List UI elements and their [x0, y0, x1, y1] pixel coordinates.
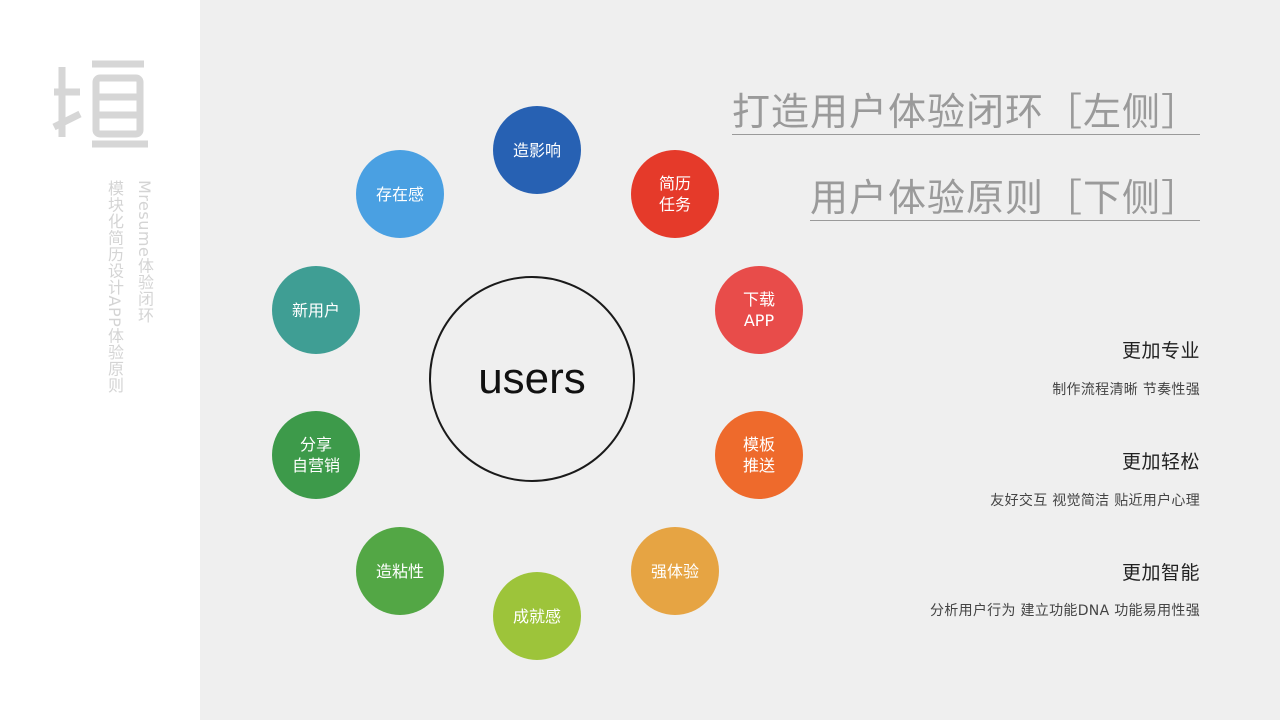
feature-title-smart: 更加智能: [1121, 562, 1200, 584]
users-label: users: [478, 354, 586, 403]
node-achievement: 成就感: [493, 572, 581, 660]
title-principles: 用户体验原则［下侧］: [809, 176, 1200, 221]
sidebar: Mresume体验闭环 模块化简历设计APP体验原则: [0, 0, 200, 720]
feature-desc-professional: 制作流程清晰 节奏性强: [1052, 382, 1200, 398]
node-new-user: 新用户: [272, 266, 360, 354]
node-strong-experience: 强体验: [631, 527, 719, 615]
logo-icon: [52, 60, 148, 148]
feature-desc-easy: 友好交互 视觉简洁 贴近用户心理: [990, 493, 1200, 509]
node-download-app: 下载 APP: [715, 266, 803, 354]
node-template-push: 模板 推送: [715, 411, 803, 499]
node-share: 分享 自营销: [272, 411, 360, 499]
sidebar-caption-1: Mresume体验闭环: [135, 180, 154, 324]
feature-title-easy: 更加轻松: [1121, 451, 1200, 473]
node-influence: 造影响: [493, 106, 581, 194]
sidebar-caption-2: 模块化简历设计APP体验原则: [105, 180, 124, 394]
feature-title-professional: 更加专业: [1121, 340, 1200, 362]
title-loop: 打造用户体验闭环［左侧］: [731, 90, 1200, 135]
node-resume-task: 简历 任务: [631, 150, 719, 238]
feature-desc-smart: 分析用户行为 建立功能DNA 功能易用性强: [929, 603, 1200, 619]
node-stickiness: 造粘性: [356, 527, 444, 615]
node-presence: 存在感: [356, 150, 444, 238]
logo-glyph: [52, 52, 152, 152]
users-circle: users: [429, 276, 635, 482]
